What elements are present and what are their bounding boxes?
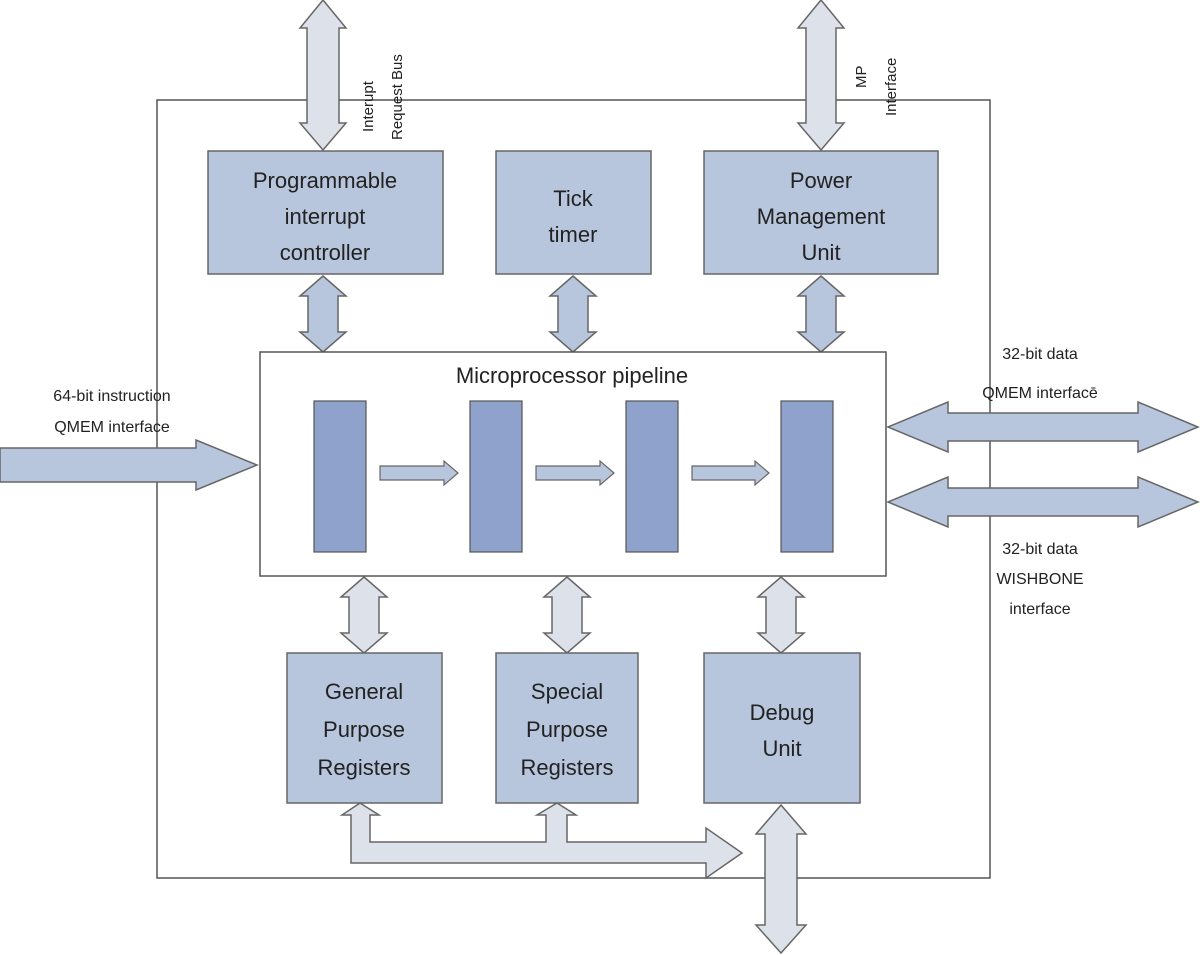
data-qmem-arrow bbox=[886, 400, 1200, 454]
data-wishbone-label-line1: 32-bit data bbox=[1002, 541, 1078, 558]
tick-pipeline-arrow bbox=[547, 275, 599, 353]
debug-bus-arrow bbox=[754, 803, 808, 955]
mp-interface-label-line1: MP bbox=[853, 66, 870, 89]
data-qmem-label-line1: 32-bit data bbox=[1002, 346, 1078, 363]
pipeline-gpr-arrow bbox=[338, 576, 390, 654]
spr-label-line1: Special bbox=[531, 679, 603, 704]
data-wishbone-label-line3: interface bbox=[1009, 601, 1070, 618]
tick-label-line1: Tick bbox=[553, 186, 594, 211]
mp-interface-arrow bbox=[796, 0, 846, 152]
pic-label-line2: interrupt bbox=[285, 204, 366, 229]
irq-bus-label-line2: Request Bus bbox=[389, 54, 406, 140]
mp-interface-label-line2: Interface bbox=[883, 58, 900, 116]
debug-unit-block: Debug Unit bbox=[703, 652, 861, 804]
pipeline-block: Microprocessor pipeline bbox=[259, 351, 887, 577]
gpr-label-line2: Purpose bbox=[323, 717, 405, 742]
pmu-block: Power Management Unit bbox=[703, 150, 939, 275]
spr-label-line2: Purpose bbox=[526, 717, 608, 742]
pic-pipeline-arrow bbox=[297, 275, 349, 353]
pipeline-spr-arrow bbox=[541, 576, 593, 654]
gpr-label-line1: General bbox=[325, 679, 403, 704]
data-qmem-label-line2: QMEM interfacē bbox=[982, 385, 1098, 402]
pipeline-flow-arrow-2 bbox=[535, 459, 615, 487]
data-wishbone-arrow bbox=[886, 475, 1200, 529]
pipeline-title: Microprocessor pipeline bbox=[456, 363, 688, 388]
gpr-label-line3: Registers bbox=[318, 755, 411, 780]
debug-label-line1: Debug bbox=[750, 700, 815, 725]
instr-qmem-label-line2: QMEM interface bbox=[54, 419, 170, 436]
register-bus-arrow bbox=[339, 802, 744, 880]
instr-qmem-arrow bbox=[0, 438, 259, 492]
tick-label-line2: timer bbox=[549, 222, 598, 247]
irq-bus-label-line1: Interupt bbox=[360, 80, 377, 132]
data-wishbone-label-line2: WISHBONE bbox=[996, 571, 1083, 588]
tick-timer-block: Tick timer bbox=[495, 150, 652, 275]
pmu-label-line3: Unit bbox=[801, 240, 840, 265]
instr-qmem-label-line1: 64-bit instruction bbox=[53, 388, 170, 405]
pipeline-flow-arrow-1 bbox=[379, 459, 459, 487]
irq-bus-arrow bbox=[298, 0, 348, 152]
pipeline-debug-arrow bbox=[755, 576, 807, 654]
gpr-block: General Purpose Registers bbox=[286, 652, 443, 804]
pic-block: Programmable interrupt controller bbox=[207, 150, 444, 275]
pipeline-stage-2 bbox=[469, 400, 523, 553]
pic-label-line1: Programmable bbox=[253, 168, 397, 193]
spr-label-line3: Registers bbox=[521, 755, 614, 780]
pipeline-stage-1 bbox=[313, 400, 367, 553]
pmu-label-line2: Management bbox=[757, 204, 885, 229]
pipeline-stage-4 bbox=[780, 400, 834, 553]
spr-block: Special Purpose Registers bbox=[495, 652, 639, 804]
debug-label-line2: Unit bbox=[762, 736, 801, 761]
pmu-label-line1: Power bbox=[790, 168, 852, 193]
pic-label-line3: controller bbox=[280, 240, 370, 265]
pipeline-stage-3 bbox=[625, 400, 679, 553]
pmu-pipeline-arrow bbox=[795, 275, 847, 353]
pipeline-flow-arrow-3 bbox=[691, 459, 770, 487]
